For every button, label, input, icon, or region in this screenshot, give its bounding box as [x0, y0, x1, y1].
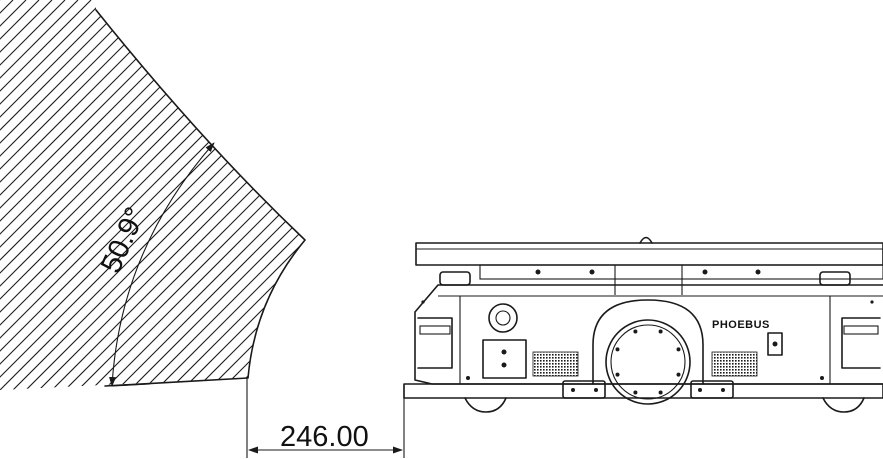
wheel-bolts [615, 329, 681, 395]
hatch-line [171, 0, 305, 390]
robot-drive-wheel-outer [605, 319, 691, 405]
hatch-line [236, 0, 305, 390]
wheel-bolt [633, 329, 638, 334]
hatch-line [0, 0, 305, 390]
robot-top-knob [639, 236, 653, 244]
wheel-bolt [658, 329, 663, 334]
hatch-line [0, 0, 105, 390]
hatch-line [80, 0, 305, 390]
hatch-line [0, 0, 118, 390]
slope-boundary [95, 9, 306, 387]
hatched-slope [0, 0, 306, 390]
distance-dimension: 246.00 [246, 378, 405, 458]
hatch-line [223, 0, 305, 390]
angle-base-line [111, 383, 151, 387]
hatch-line [0, 0, 144, 390]
hatch-line [262, 0, 305, 390]
wheel-bolt [676, 347, 681, 352]
hatch-line [2, 0, 305, 390]
robot-left-panel [482, 339, 527, 379]
hatch-line [0, 0, 92, 390]
robot-left-lamp [417, 317, 453, 369]
robot-right-grill [711, 351, 758, 377]
hatch-line [0, 0, 209, 390]
hatch-line [15, 0, 305, 390]
robot-e-stop-button [488, 303, 518, 333]
hatch-line [0, 0, 305, 390]
robot-left-pad [439, 271, 471, 286]
hatch-line [249, 0, 305, 390]
wheel-bolt [615, 372, 620, 377]
hatch-line [0, 0, 305, 390]
wheel-bolt [676, 372, 681, 377]
hatch-line [0, 0, 170, 390]
robot-right-caster [822, 397, 865, 413]
hatch-line [0, 0, 131, 390]
hatch-line [0, 0, 40, 390]
robot-elevation: PHOEBUS [403, 236, 883, 413]
hatch-line [132, 0, 305, 390]
hatch-line [158, 0, 305, 390]
hatch-line [0, 0, 196, 390]
hatch-line [0, 0, 183, 390]
angle-arc [109, 142, 215, 387]
distance-label: 246.00 [280, 421, 369, 453]
wheel-bolt [615, 347, 620, 352]
brand-label: PHOEBUS [712, 319, 770, 331]
hatch-line [67, 0, 305, 390]
robot-top-plate [415, 242, 883, 266]
hatch-line [184, 0, 305, 390]
angle-label: 50.9° [95, 203, 152, 278]
hatch-line [0, 0, 222, 390]
hatch-line [0, 0, 287, 390]
hatch-line [197, 0, 305, 390]
hatch-line [0, 0, 79, 390]
hatch-line [93, 0, 305, 390]
robot-left-grill [532, 351, 579, 377]
robot-left-caster [464, 397, 507, 413]
hatch-line [106, 0, 305, 390]
wheel-bolt [658, 390, 663, 395]
hatch-line [0, 0, 66, 390]
robot-right-bracket [690, 380, 734, 399]
robot-right-lamp [841, 317, 881, 369]
hatch-line [0, 0, 157, 390]
hatch-line [0, 0, 305, 390]
wheel-bolt [633, 390, 638, 395]
robot-skirt [403, 383, 883, 399]
robot-left-bracket [562, 380, 606, 399]
hatch-line [0, 0, 261, 390]
hatch-line [210, 0, 305, 390]
hatch-line [28, 0, 305, 390]
robot-switch [767, 332, 783, 356]
hatch-lines [0, 0, 305, 390]
hatch-line [41, 0, 305, 390]
hatch-line [275, 0, 305, 390]
robot-drive-housing [592, 299, 704, 385]
hatch-line [0, 0, 27, 390]
